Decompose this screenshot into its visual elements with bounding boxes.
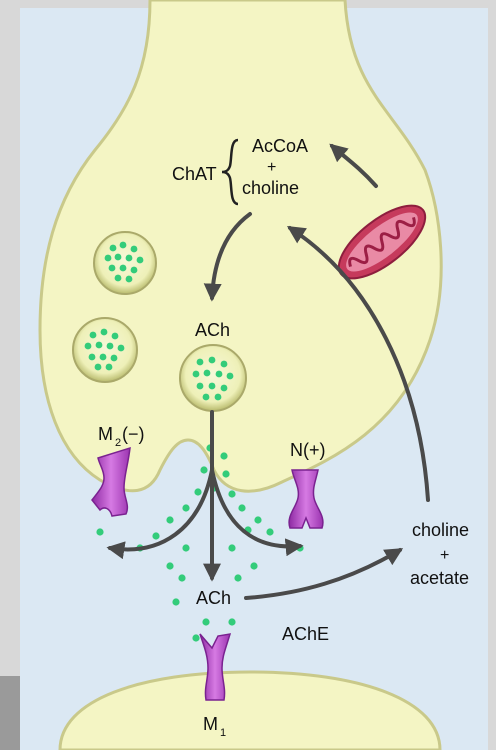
svg-text:1: 1 [220,727,226,739]
plus-top-label: + [267,159,276,176]
svg-text:2: 2 [115,437,121,449]
chat-label: ChAT [172,164,217,184]
acetate-label: acetate [410,568,469,588]
ach-vesicle-label: ACh [195,320,230,340]
ach-cleft-label: ACh [196,588,231,608]
acetyl-coa-label: AcCoA [252,136,308,156]
svg-text:M: M [203,714,218,734]
ache-label: AChE [282,624,329,644]
n-receptor-label: N(+) [290,440,326,460]
ach-vesicle [180,345,246,411]
svg-text:(−): (−) [122,424,145,444]
svg-text:M: M [98,424,113,444]
plus-right-label: + [440,547,449,564]
choline-top-label: choline [242,178,299,198]
storage-vesicle-2 [73,318,137,382]
storage-vesicle-1 [94,232,156,294]
choline-right-label: choline [412,520,469,540]
